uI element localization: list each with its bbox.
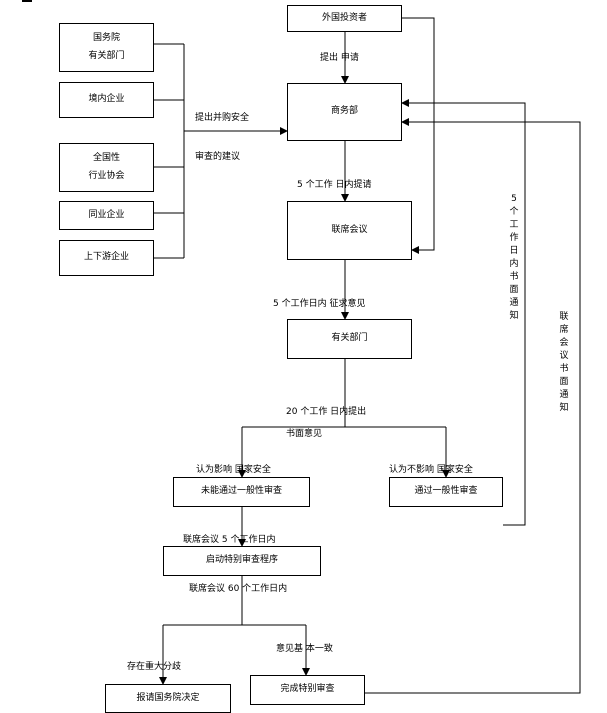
box-mofcom-text: 商务部 <box>330 106 358 117</box>
label-joint-sixty-days: 联席会议 60 个工作日内 <box>189 584 288 594</box>
box-report-state-council: 报请国务院决定 <box>105 684 231 713</box>
label-five-days-opinion: 5 个工作日内 征求意见 <box>273 299 366 309</box>
box-fail-general-review: 未能通过一般性审查 <box>173 477 310 507</box>
label-twenty-days-line1: 20 个工作 日内提出 <box>286 407 367 417</box>
label-joint-five-days: 联席会议 5 个工作日内 <box>183 535 276 545</box>
box-report-state-council-text: 报请国务院决定 <box>136 692 200 703</box>
box-pass-general-review: 通过一般性审查 <box>389 477 503 507</box>
box-upstream-downstream: 上下游企业 <box>59 240 154 276</box>
box-start-special-review-text: 启动特别审查程序 <box>205 555 278 566</box>
label-propose-security-line2: 审查的建议 <box>195 152 241 162</box>
box-state-council-depts: 国务院 有关部门 <box>59 23 154 72</box>
arrow-investor-to-joint-meeting <box>402 17 435 254</box>
label-major-disagreement: 存在重大分歧 <box>127 662 182 672</box>
label-five-days-submit: 5 个工作 日内提请 <box>297 180 372 190</box>
box-joint-meeting-text: 联席会议 <box>331 224 368 235</box>
label-joint-written-notice: 联 席 会 议 书 面 通 知 <box>559 312 569 414</box>
box-joint-meeting: 联席会议 <box>287 201 412 260</box>
label-not-affects-security: 认为不影响 国家安全 <box>389 465 473 475</box>
box-foreign-investor-text: 外国投资者 <box>321 12 367 23</box>
box-national-assoc-text: 全国性 行业协会 <box>88 153 125 181</box>
box-related-depts-text: 有关部门 <box>331 333 368 344</box>
box-state-council-depts-text: 国务院 有关部门 <box>88 33 125 61</box>
box-national-assoc: 全国性 行业协会 <box>59 143 154 192</box>
box-foreign-investor: 外国投资者 <box>287 5 402 32</box>
box-upstream-downstream-text: 上下游企业 <box>83 252 129 263</box>
box-complete-special-review-text: 完成特别审查 <box>280 684 335 695</box>
label-affects-security: 认为影响 国家安全 <box>196 465 271 475</box>
label-submit-application: 提出 申请 <box>320 53 359 63</box>
label-twenty-days-line2: 书面意见 <box>286 429 323 439</box>
box-mofcom: 商务部 <box>287 83 402 141</box>
box-complete-special-review: 完成特别审查 <box>250 675 365 705</box>
arrow-pass-notice-to-mofcom <box>401 99 526 526</box>
box-fail-general-review-text: 未能通过一般性审查 <box>200 486 282 497</box>
box-pass-general-review-text: 通过一般性审查 <box>414 486 478 497</box>
label-five-day-written-notice: 5 个 工 作 日 内 书 面 通 知 <box>509 194 519 322</box>
label-basic-consensus: 意见基 本一致 <box>276 644 333 654</box>
box-same-industry-text: 同业企业 <box>88 209 125 220</box>
box-same-industry: 同业企业 <box>59 201 154 230</box>
box-domestic-enterprise: 境内企业 <box>59 82 154 118</box>
box-start-special-review: 启动特别审查程序 <box>163 546 321 576</box>
label-propose-security-line1: 提出并购安全 <box>195 113 250 123</box>
box-related-depts: 有关部门 <box>287 319 412 359</box>
box-domestic-enterprise-text: 境内企业 <box>88 94 125 105</box>
corner-mark <box>22 0 32 2</box>
arrow-complete-notice-to-mofcom <box>365 118 581 694</box>
